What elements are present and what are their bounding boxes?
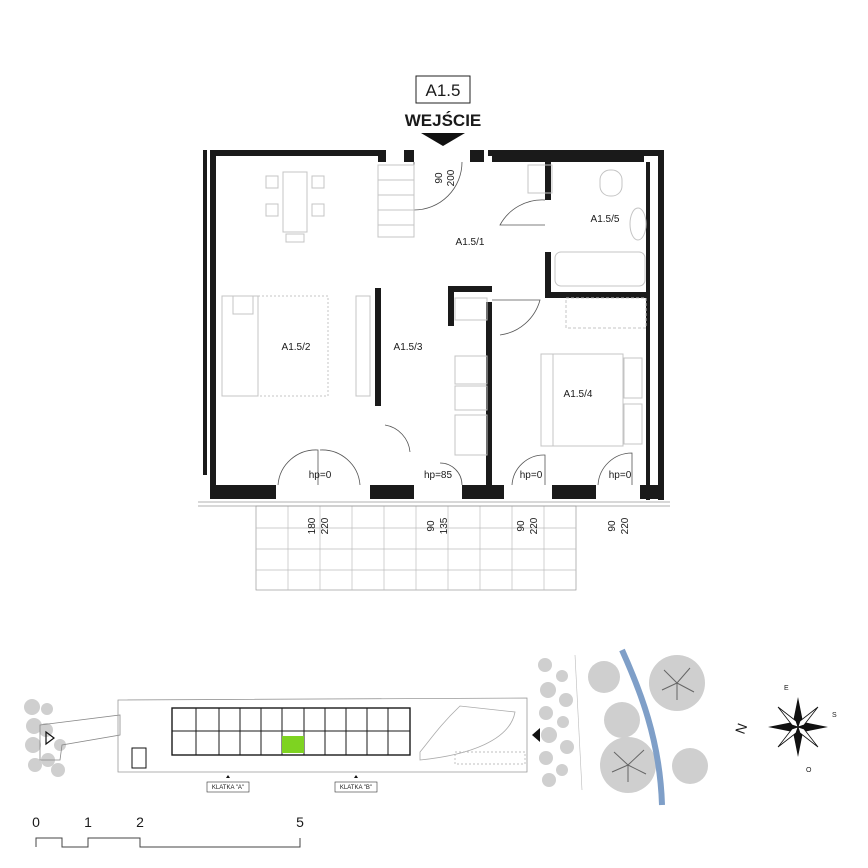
room-label-3: A1.5/3 (394, 342, 423, 353)
room-label-1: A1.5/1 (456, 237, 485, 248)
walls (203, 150, 664, 500)
bedroom-window-hp: hp=0 (609, 470, 632, 481)
apartment-id-box (415, 75, 471, 104)
scale-tick-0: 0 (32, 814, 40, 830)
staircase-b-label: KLATKA "B" (340, 785, 372, 791)
scale-tick-5: 5 (296, 814, 304, 830)
scale-tick-1: 1 (84, 814, 92, 830)
room-label-5: A1.5/5 (591, 214, 620, 225)
room-label-2: A1.5/2 (282, 342, 311, 353)
bedroom-door-dim-top: 90 (516, 520, 527, 532)
compass-rose-icon: N E S O (732, 685, 837, 774)
entrance-arrow-icon (421, 133, 465, 146)
bedroom-door-hp: hp=0 (520, 470, 543, 481)
kitchen-window-hp: hp=85 (424, 470, 453, 481)
entrance-label: WEJŚCIE (405, 111, 482, 130)
door-swings (277, 161, 633, 486)
bedroom-door-dim-bottom: 220 (529, 517, 540, 534)
kitchen-window-dim-top: 90 (426, 520, 437, 532)
staircase-a-label: KLATKA "A" (212, 785, 244, 791)
entry-door-dim-top: 90 (434, 172, 445, 184)
living-window-dim-bottom: 220 (320, 517, 331, 534)
site-trees-left (24, 699, 66, 777)
compass-south: S (832, 712, 837, 719)
kitchen-window-dim-bottom: 135 (439, 517, 450, 534)
scale-bar: 0 1 2 5 (32, 814, 304, 848)
site-entry-arrow-right-icon (532, 728, 540, 742)
site-plan: KLATKA "A" KLATKA "B" (24, 648, 708, 806)
apartment-id: A1.5 (426, 81, 461, 100)
bedroom-window-dim-top: 90 (607, 520, 618, 532)
compass-north: N (732, 721, 750, 736)
room-labels: A1.5/1 A1.5/2 A1.5/3 A1.5/4 A1.5/5 (282, 214, 620, 400)
external-ground-hatch (198, 501, 670, 507)
living-window-dim-top: 180 (307, 517, 318, 534)
highlighted-apartment (282, 736, 304, 753)
terrace (255, 505, 577, 591)
site-trees-right (538, 655, 708, 793)
room-label-4: A1.5/4 (564, 389, 593, 400)
compass-west: O (806, 767, 812, 774)
entry-door-dim-bottom: 200 (446, 169, 457, 186)
compass-east: E (784, 685, 789, 692)
apartment-header: A1.5 WEJŚCIE (405, 75, 482, 146)
opening-dimensions: 90 200 hp=0 180 220 hp=85 90 135 hp=0 90… (307, 169, 632, 534)
furniture (221, 164, 647, 456)
scale-tick-2: 2 (136, 814, 144, 830)
river (619, 648, 665, 806)
bedroom-window-dim-bottom: 220 (620, 517, 631, 534)
site-entry-arrow-left-icon (45, 730, 55, 746)
living-window-hp: hp=0 (309, 470, 332, 481)
